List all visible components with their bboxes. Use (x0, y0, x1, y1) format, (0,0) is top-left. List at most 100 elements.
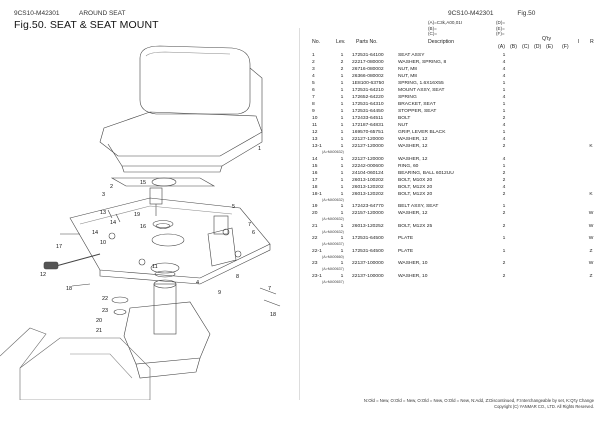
part-quantity: 2 (502, 170, 506, 176)
part-level: 1 (340, 204, 344, 209)
part-description: BOLT, M12X 20 (398, 191, 433, 197)
part-description: MOUNT ASSY, SEAT (398, 88, 445, 93)
serial-note: (A>M400632) (322, 150, 344, 154)
part-code: 26013-120202 (352, 184, 384, 190)
part-description: WASHER, SPRING, 8 (398, 60, 447, 65)
part-number-index: 16 (312, 170, 318, 176)
part-quantity: 4 (502, 156, 506, 162)
part-level: 1 (340, 211, 344, 216)
diagram-label: 15 (140, 180, 146, 186)
serial-note: (A>M400632) (322, 217, 344, 221)
part-code: 22127-120000 (352, 137, 384, 142)
part-level: 1 (340, 223, 344, 229)
change-legend: N:Old = New, O:Old = New, O:Old = New, O… (363, 398, 594, 403)
col-i: I (578, 39, 580, 45)
part-quantity: 2 (502, 191, 506, 197)
applic-c: (C)= (428, 31, 438, 37)
part-level: 1 (340, 53, 344, 58)
header-left: 9CS10-M42301 AROUND SEAT (14, 10, 143, 17)
diagram-label: 22 (102, 296, 108, 302)
copyright: Copyright (C) YANMAR CO., LTD. All Right… (494, 404, 594, 409)
part-code: 26013-100202 (352, 177, 384, 183)
part-number-index: 7 (312, 95, 315, 100)
part-quantity: 4 (502, 95, 506, 100)
diagram-label: 1 (258, 146, 261, 152)
parts-table: No. Lev. Parts No. Description Q'ty (A) … (312, 36, 598, 285)
footer: N:Old = New, O:Old = New, O:Old = New, O… (302, 398, 594, 410)
diagram-label: 23 (102, 308, 108, 314)
diagram-label: 10 (100, 240, 106, 246)
part-description: WASHER, 12 (398, 144, 428, 149)
part-description: WASHER, 12 (398, 156, 428, 162)
part-number-index: 13-1 (312, 144, 322, 149)
part-code: 26013-120202 (352, 191, 384, 197)
part-code: 26013-120252 (352, 223, 384, 229)
part-number-index: 14 (312, 156, 318, 162)
part-interchange: K (589, 191, 593, 197)
part-quantity: 1 (502, 130, 506, 135)
part-description: WASHER, 10 (398, 261, 428, 266)
part-number-index: 2 (312, 60, 315, 65)
part-description: BRACKET, SEAT (398, 102, 436, 107)
part-level: 1 (340, 137, 344, 142)
part-interchange: W (588, 223, 594, 229)
part-quantity: 1 (502, 236, 506, 241)
diagram-label: 7 (248, 222, 251, 228)
col-qb: (B) (510, 44, 517, 50)
part-quantity: 1 (502, 53, 506, 58)
part-code: 22137-100000 (352, 261, 384, 266)
part-level: 1 (340, 191, 344, 197)
part-quantity: 1 (502, 109, 506, 114)
part-quantity: 2 (502, 273, 506, 279)
part-quantity: 2 (502, 211, 506, 216)
exploded-diagram: 1 2 3 4 5 6 7 8 9 10 11 12 13 14 14 15 1… (0, 45, 281, 400)
model-code-right: 9CS10-M42301 (448, 10, 494, 17)
part-code: 22127-120000 (352, 144, 384, 149)
part-code: 169570-65751 (352, 130, 384, 135)
part-description: BOLT (398, 116, 411, 121)
part-number-index: 6 (312, 88, 315, 93)
applicability-def: (D)= (E)= (F)= (496, 20, 505, 37)
part-number-index: 5 (312, 81, 315, 86)
col-qd: (D) (534, 44, 542, 50)
part-code: 22242-000600 (352, 163, 384, 169)
diagram-label: 4 (196, 280, 199, 286)
part-quantity: 1 (502, 204, 506, 209)
part-level: 2 (340, 67, 344, 72)
part-number-index: 15 (312, 163, 318, 169)
parts-table-header: No. Lev. Parts No. Description Q'ty (A) … (312, 36, 598, 52)
part-quantity: 2 (502, 144, 506, 149)
part-code: 22157-120000 (352, 211, 384, 216)
part-description: BEARING, BALL 6012UU (398, 170, 454, 176)
diagram-label: 16 (140, 224, 146, 230)
part-description: STOPPER, SEAT (398, 109, 437, 114)
part-code: 22217-080000 (352, 60, 384, 65)
part-quantity: 1 (502, 88, 506, 93)
diagram-label: 2 (110, 184, 113, 190)
col-qc: (C) (522, 44, 530, 50)
part-number-index: 19 (312, 204, 318, 209)
diagram-label: 6 (252, 230, 255, 236)
part-code: 24104-060124 (352, 170, 384, 176)
part-number-index: 10 (312, 116, 318, 121)
applic-b: (B)= (428, 25, 437, 31)
model-code: 9CS10-M42301 (14, 10, 60, 17)
part-description: GRIP, LEVER BLACK (398, 130, 446, 135)
part-level: 1 (340, 273, 344, 279)
part-description: SPRING, 1.6X16X55 (398, 81, 444, 86)
part-level: 1 (340, 156, 344, 162)
diagram-label: 12 (40, 272, 46, 278)
col-qty: Q'ty (542, 36, 552, 42)
